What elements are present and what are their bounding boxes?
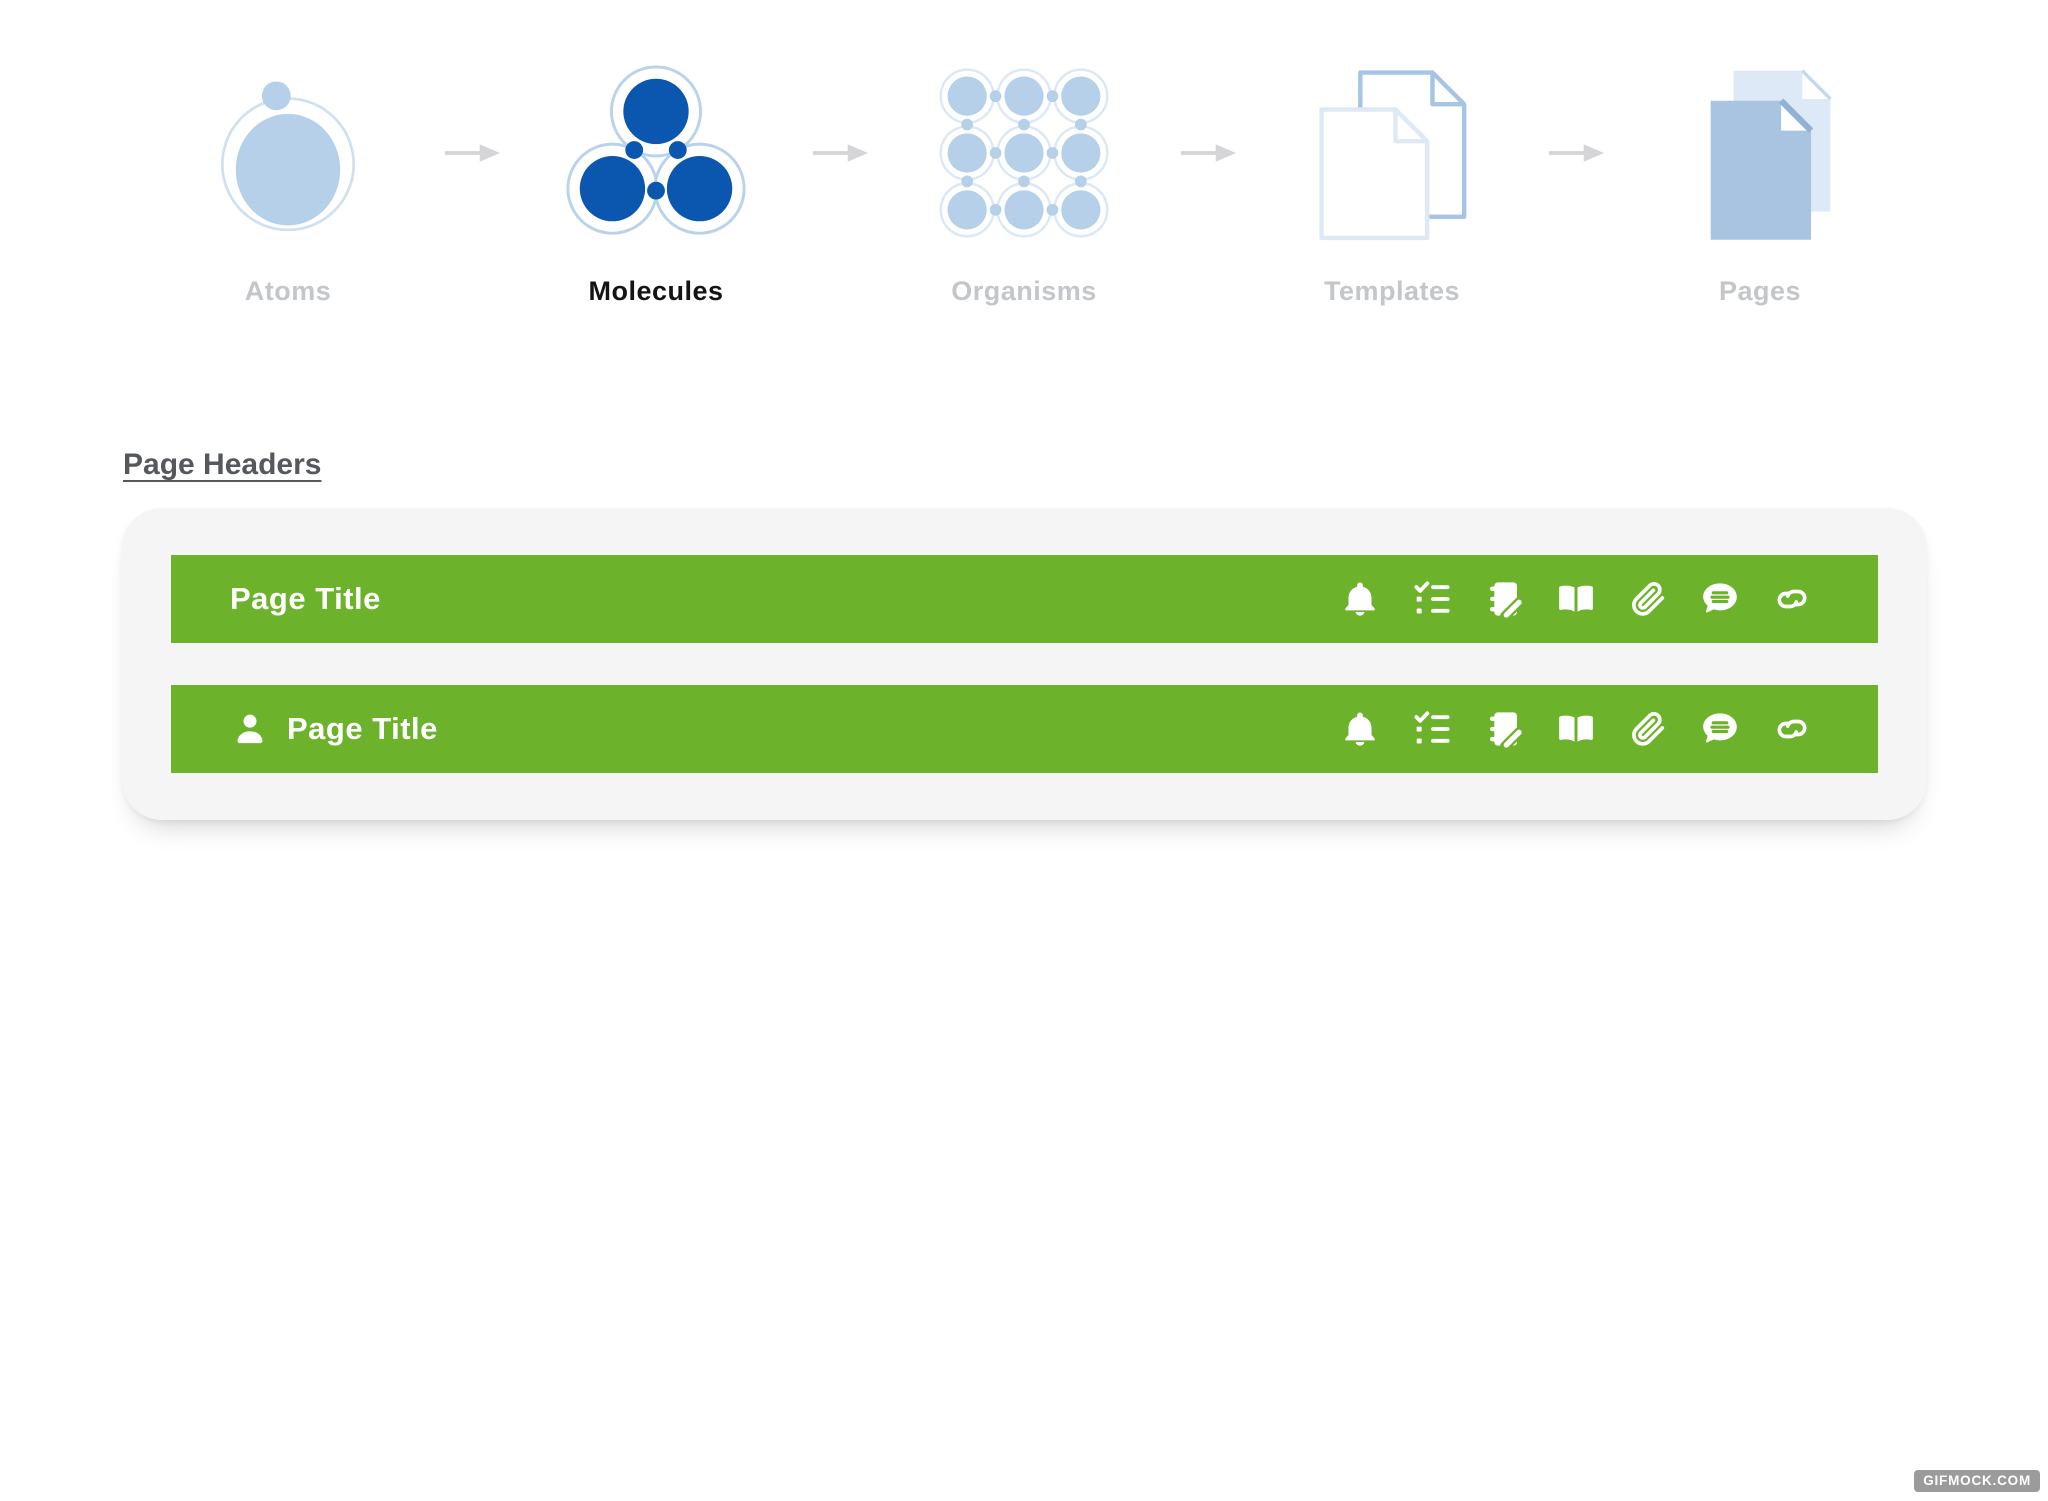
list-check-icon[interactable] — [1412, 709, 1452, 749]
stage-pages[interactable]: Pages — [1645, 42, 1875, 307]
header-actions — [1340, 709, 1812, 749]
page-title-text: Page Title — [287, 711, 438, 746]
link-icon[interactable] — [1772, 709, 1812, 749]
stage-label-pages: Pages — [1718, 276, 1802, 306]
arrow-right-icon — [1507, 42, 1645, 264]
section-title[interactable]: Page Headers — [123, 448, 322, 481]
arrow-right-icon — [1139, 42, 1277, 264]
page-header-basic: Page Title — [171, 555, 1878, 643]
atomic-design-nav: Atoms — [173, 42, 1875, 307]
list-check-icon[interactable] — [1412, 579, 1452, 619]
notebook-pen-icon[interactable] — [1484, 709, 1524, 749]
page-headers-card: Page Title — [122, 508, 1927, 820]
organism-grid-icon — [909, 42, 1139, 264]
stage-label-templates: Templates — [1323, 276, 1461, 306]
stage-organisms[interactable]: Organisms — [909, 42, 1139, 307]
stage-label-molecules: Molecules — [588, 276, 724, 306]
comment-icon[interactable] — [1700, 579, 1740, 619]
template-pages-icon — [1277, 42, 1507, 264]
stage-templates[interactable]: Templates — [1277, 42, 1507, 307]
header-actions — [1340, 579, 1812, 619]
pages-filled-icon — [1645, 42, 1875, 264]
gifmock-watermark: GIFMOCK.COM — [1914, 1470, 2040, 1492]
arrow-right-icon — [771, 42, 909, 264]
page-title-text: Page Title — [230, 581, 381, 616]
person-icon — [230, 709, 270, 749]
molecule-icon — [541, 42, 771, 264]
stage-label-atoms: Atoms — [244, 276, 332, 306]
stage-molecules[interactable]: Molecules — [541, 42, 771, 307]
stage-atoms[interactable]: Atoms — [173, 42, 403, 307]
book-open-icon[interactable] — [1556, 579, 1596, 619]
comment-icon[interactable] — [1700, 709, 1740, 749]
paperclip-icon[interactable] — [1628, 709, 1668, 749]
arrow-right-icon — [403, 42, 541, 264]
link-icon[interactable] — [1772, 579, 1812, 619]
bell-icon[interactable] — [1340, 709, 1380, 749]
bell-icon[interactable] — [1340, 579, 1380, 619]
page-header-with-avatar: Page Title — [171, 685, 1878, 773]
book-open-icon[interactable] — [1556, 709, 1596, 749]
notebook-pen-icon[interactable] — [1484, 579, 1524, 619]
atom-icon — [173, 42, 403, 264]
stage-label-organisms: Organisms — [951, 276, 1097, 306]
paperclip-icon[interactable] — [1628, 579, 1668, 619]
